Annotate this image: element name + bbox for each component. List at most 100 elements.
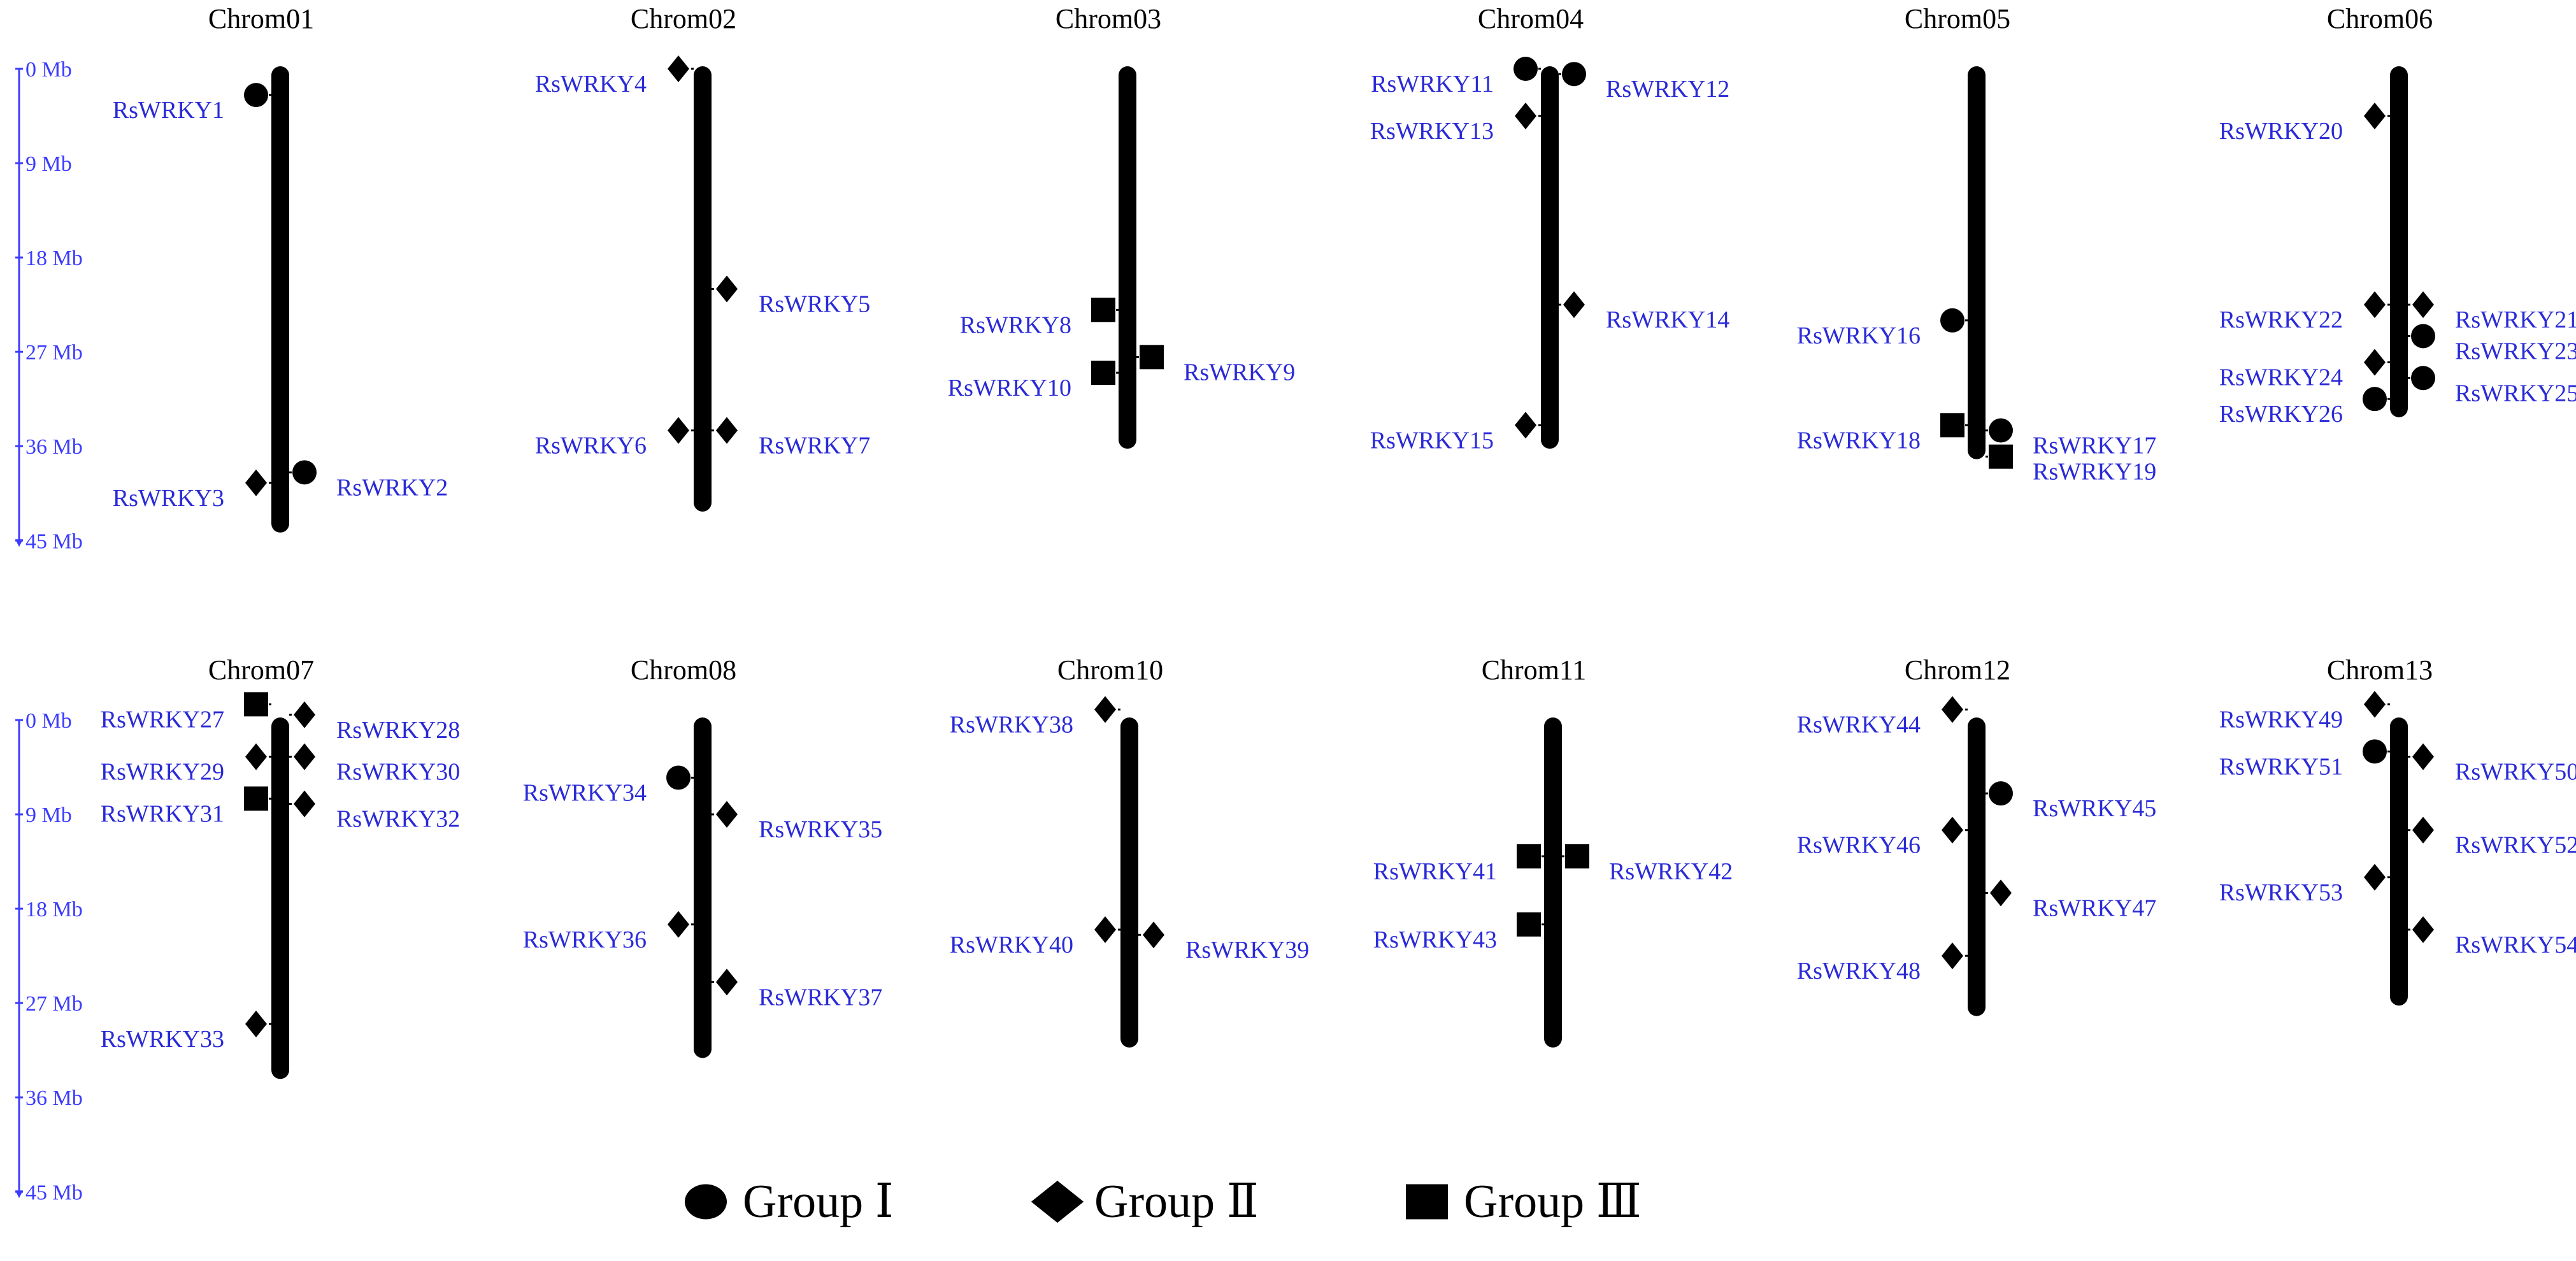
gene-group-square-icon xyxy=(1140,345,1164,370)
gene-label: RsWRKY42 xyxy=(1609,858,1733,885)
chromosome-bar xyxy=(694,717,712,1058)
gene-label: RsWRKY8 xyxy=(960,312,1071,338)
gene-marker: RsWRKY33 xyxy=(101,1011,271,1053)
gene-marker: RsWRKY1 xyxy=(113,83,271,124)
chromosome-bar xyxy=(1968,717,1986,1016)
gene-marker: RsWRKY7 xyxy=(712,417,870,459)
gene-marker: RsWRKY48 xyxy=(1797,942,1968,984)
scale-tick-label: 27 Mb xyxy=(25,341,83,364)
gene-marker: RsWRKY41 xyxy=(1373,844,1544,885)
gene-group-square-icon xyxy=(1940,413,1964,438)
gene-marker: RsWRKY32 xyxy=(289,790,460,833)
chromosome-bar xyxy=(271,66,289,533)
chromosome-title: Chrom12 xyxy=(1905,654,2010,686)
gene-marker: RsWRKY42 xyxy=(1562,844,1733,885)
gene-label: RsWRKY44 xyxy=(1797,712,1921,739)
gene-marker: RsWRKY15 xyxy=(1370,412,1541,454)
gene-group-diamond-icon xyxy=(716,275,738,303)
gene-label: RsWRKY22 xyxy=(2219,306,2343,333)
gene-label: RsWRKY24 xyxy=(2219,364,2343,391)
chromosome-bar xyxy=(1544,717,1562,1048)
gene-label: RsWRKY30 xyxy=(336,759,460,786)
gene-label: RsWRKY1 xyxy=(113,97,224,124)
gene-marker: RsWRKY26 xyxy=(2219,387,2390,428)
scale-tick-label: 18 Mb xyxy=(25,247,83,270)
gene-group-diamond-icon xyxy=(1094,696,1116,723)
legend-label: Group Ⅱ xyxy=(1094,1176,1259,1228)
gene-marker: RsWRKY34 xyxy=(523,765,694,806)
gene-marker: RsWRKY37 xyxy=(712,969,882,1011)
gene-marker: RsWRKY52 xyxy=(2408,816,2576,859)
gene-group-square-icon xyxy=(244,786,268,811)
scale-tick-label: 45 Mb xyxy=(25,1181,83,1204)
gene-label: RsWRKY53 xyxy=(2219,879,2343,906)
gene-label: RsWRKY43 xyxy=(1373,926,1497,953)
gene-marker: RsWRKY51 xyxy=(2219,739,2390,780)
gene-group-diamond-icon xyxy=(2412,916,2434,943)
gene-label: RsWRKY10 xyxy=(948,375,1071,401)
gene-marker: RsWRKY45 xyxy=(1986,781,2156,822)
gene-label: RsWRKY52 xyxy=(2455,832,2576,859)
gene-group-diamond-icon xyxy=(245,743,267,770)
gene-label: RsWRKY33 xyxy=(101,1026,224,1053)
chromosome-title: Chrom02 xyxy=(631,3,736,34)
gene-group-square-icon xyxy=(1091,361,1115,386)
gene-marker: RsWRKY40 xyxy=(950,916,1120,958)
gene-marker: RsWRKY18 xyxy=(1797,413,1968,454)
gene-group-square-icon xyxy=(1517,912,1541,937)
gene-marker: RsWRKY29 xyxy=(101,743,271,786)
gene-marker: RsWRKY6 xyxy=(535,417,694,459)
gene-marker: RsWRKY8 xyxy=(960,298,1119,338)
gene-marker: RsWRKY5 xyxy=(712,275,870,317)
gene-group-square-icon xyxy=(1565,844,1589,868)
gene-marker: RsWRKY43 xyxy=(1373,912,1544,953)
gene-label: RsWRKY45 xyxy=(2033,795,2156,822)
chromosome-bar xyxy=(2390,66,2408,417)
gene-group-circle-icon xyxy=(666,765,691,790)
gene-marker: RsWRKY31 xyxy=(101,786,271,827)
gene-marker: RsWRKY22 xyxy=(2219,291,2390,333)
gene-marker: RsWRKY13 xyxy=(1370,103,1541,145)
chromosome-title: Chrom11 xyxy=(1482,654,1587,686)
gene-marker: RsWRKY54 xyxy=(2408,916,2576,958)
gene-label: RsWRKY50 xyxy=(2455,759,2576,786)
chromosome-bar xyxy=(1119,66,1136,449)
gene-label: RsWRKY34 xyxy=(523,779,647,806)
gene-group-circle-icon xyxy=(1940,308,1964,333)
gene-label: RsWRKY14 xyxy=(1606,306,1729,333)
gene-label: RsWRKY11 xyxy=(1371,71,1494,97)
diamond-icon xyxy=(1031,1181,1084,1223)
gene-marker: RsWRKY2 xyxy=(289,460,448,501)
scale-tick-label: 45 Mb xyxy=(25,530,83,553)
chromosome-title: Chrom10 xyxy=(1057,654,1163,686)
gene-label: RsWRKY29 xyxy=(101,759,224,786)
gene-label: RsWRKY31 xyxy=(101,800,224,827)
gene-group-diamond-icon xyxy=(2412,816,2434,844)
gene-marker: RsWRKY3 xyxy=(113,469,271,512)
gene-marker: RsWRKY35 xyxy=(712,801,882,843)
chromosome-bar xyxy=(271,717,289,1079)
gene-label: RsWRKY47 xyxy=(2033,895,2156,921)
gene-marker: RsWRKY19 xyxy=(1986,444,2156,486)
gene-label: RsWRKY38 xyxy=(950,712,1073,739)
gene-label: RsWRKY40 xyxy=(950,932,1073,958)
gene-group-square-icon xyxy=(244,692,268,717)
gene-group-diamond-icon xyxy=(1942,696,1963,723)
chromosome-chrom13: Chrom13RsWRKY49RsWRKY50RsWRKY51RsWRKY52R… xyxy=(2219,654,2576,1006)
square-icon xyxy=(1406,1184,1448,1220)
gene-group-diamond-icon xyxy=(1563,291,1585,319)
gene-group-circle-icon xyxy=(2363,387,2387,412)
chromosome-bar xyxy=(2390,717,2408,1006)
gene-marker: RsWRKY28 xyxy=(289,701,460,744)
scale-tick-label: 18 Mb xyxy=(25,898,83,921)
gene-group-diamond-icon xyxy=(1515,103,1536,130)
gene-group-square-icon xyxy=(1091,298,1115,322)
gene-label: RsWRKY17 xyxy=(2033,433,2156,459)
gene-label: RsWRKY19 xyxy=(2033,459,2156,486)
